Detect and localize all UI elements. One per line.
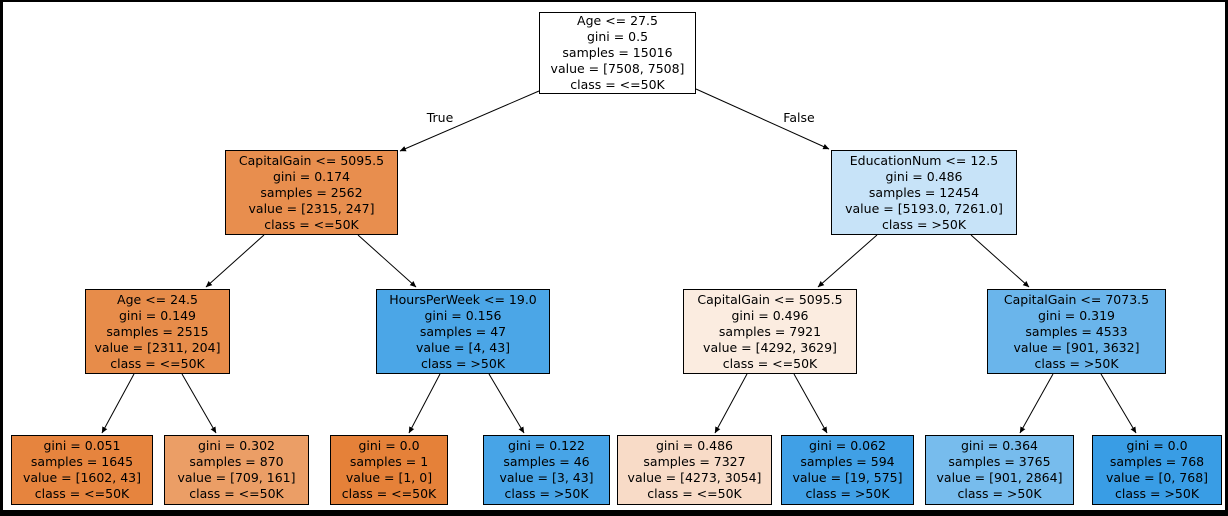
node-value: value = [0, 768] <box>1105 470 1209 485</box>
node-samples: samples = 12454 <box>868 184 980 200</box>
node-class: class = >50K <box>1034 355 1119 371</box>
node-split-condition: CapitalGain <= 5095.5 <box>238 152 385 168</box>
node-gini: gini = 0.0 <box>358 438 420 453</box>
node-split-condition: CapitalGain <= 7073.5 <box>1003 291 1150 307</box>
node-class: class = <=50K <box>647 486 742 501</box>
edge-root-false <box>695 88 830 150</box>
node-gini: gini = 0.122 <box>507 438 585 453</box>
node-samples: samples = 7327 <box>643 454 746 469</box>
tree-node-root: Age <= 27.5 gini = 0.5 samples = 15016 v… <box>539 12 696 94</box>
edge-label-false: False <box>783 110 815 125</box>
tree-leaf-5: gini = 0.486 samples = 7327 value = [427… <box>617 435 772 505</box>
node-split-condition: Age <= 24.5 <box>117 291 198 307</box>
edge-l3-4-leaf-7 <box>1019 373 1054 434</box>
tree-node-age-l3-1: Age <= 24.5 gini = 0.149 samples = 2515 … <box>85 289 230 374</box>
node-class: class = >50K <box>881 216 967 232</box>
node-value: value = [709, 161] <box>177 470 296 485</box>
node-samples: samples = 15016 <box>562 45 673 60</box>
node-split-condition: Age <= 27.5 <box>577 13 658 28</box>
node-gini: gini = 0.496 <box>731 307 809 323</box>
tree-node-hoursperweek-l3-2: HoursPerWeek <= 19.0 gini = 0.156 sample… <box>376 289 550 374</box>
edge-l3-3-leaf-5 <box>714 373 748 434</box>
tree-node-educationnum-l2-right: EducationNum <= 12.5 gini = 0.486 sample… <box>831 150 1017 235</box>
node-samples: samples = 1 <box>349 454 429 469</box>
tree-node-capitalgain-l3-4: CapitalGain <= 7073.5 gini = 0.319 sampl… <box>987 289 1166 374</box>
edge-l3-4-leaf-8 <box>1100 373 1137 434</box>
node-gini: gini = 0.302 <box>197 438 275 453</box>
node-class: class = >50K <box>504 486 589 501</box>
node-value: value = [901, 3632] <box>1013 339 1140 355</box>
node-samples: samples = 4533 <box>1025 323 1128 339</box>
node-samples: samples = 768 <box>1109 454 1205 469</box>
node-value: value = [4292, 3629] <box>703 339 837 355</box>
edge-label-true: True <box>426 110 454 125</box>
node-gini: gini = 0.5 <box>586 29 649 44</box>
node-samples: samples = 1645 <box>30 454 134 469</box>
node-value: value = [4273, 3054] <box>627 470 762 485</box>
node-gini: gini = 0.051 <box>43 438 121 453</box>
edge-l3-2-leaf-3 <box>408 373 441 434</box>
node-gini: gini = 0.0 <box>1126 438 1188 453</box>
node-value: value = [2311, 204] <box>94 339 221 355</box>
node-split-condition: CapitalGain <= 5095.5 <box>697 291 843 307</box>
node-value: value = [1602, 43] <box>23 470 141 485</box>
node-class: class = <=50K <box>341 486 437 501</box>
node-class: class = <=50K <box>570 77 665 92</box>
node-class: class = >50K <box>805 486 890 501</box>
node-samples: samples = 2515 <box>106 323 209 339</box>
node-gini: gini = 0.486 <box>885 168 963 184</box>
node-gini: gini = 0.486 <box>655 438 733 453</box>
edge-l3-1-leaf-1 <box>101 373 135 434</box>
node-samples: samples = 47 <box>419 323 507 339</box>
edge-l2right-l3-3 <box>817 234 878 288</box>
node-samples: samples = 7921 <box>718 323 822 339</box>
node-samples: samples = 594 <box>800 454 895 469</box>
node-gini: gini = 0.062 <box>808 438 886 453</box>
edge-l3-3-leaf-6 <box>793 373 828 434</box>
node-samples: samples = 3765 <box>948 454 1051 469</box>
node-gini: gini = 0.149 <box>118 307 196 323</box>
node-class: class = <=50K <box>722 355 818 371</box>
node-split-condition: HoursPerWeek <= 19.0 <box>389 291 537 307</box>
edge-l2right-l3-4 <box>970 234 1030 288</box>
edge-l3-1-leaf-2 <box>181 373 217 434</box>
node-value: value = [1, 0] <box>345 470 433 485</box>
node-value: value = [2315, 247] <box>248 200 375 216</box>
edge-l2left-l3-2 <box>357 234 417 288</box>
node-value: value = [7508, 7508] <box>550 61 685 76</box>
node-value: value = [4, 43] <box>415 339 511 355</box>
node-class: class = <=50K <box>264 216 359 232</box>
node-samples: samples = 870 <box>189 454 284 469</box>
node-value: value = [5193.0, 7261.0] <box>845 200 1003 216</box>
node-value: value = [3, 43] <box>499 470 594 485</box>
node-class: class = >50K <box>420 355 506 371</box>
node-gini: gini = 0.174 <box>272 168 350 184</box>
node-gini: gini = 0.156 <box>424 307 502 323</box>
tree-leaf-8: gini = 0.0 samples = 768 value = [0, 768… <box>1092 435 1222 505</box>
node-class: class = >50K <box>957 486 1042 501</box>
tree-node-capitalgain-l2-left: CapitalGain <= 5095.5 gini = 0.174 sampl… <box>225 150 398 235</box>
node-class: class = >50K <box>1114 486 1200 501</box>
node-class: class = <=50K <box>189 486 284 501</box>
node-samples: samples = 46 <box>503 454 590 469</box>
tree-leaf-4: gini = 0.122 samples = 46 value = [3, 43… <box>483 435 610 505</box>
edge-l2left-l3-1 <box>205 234 265 288</box>
node-gini: gini = 0.364 <box>960 438 1038 453</box>
node-class: class = <=50K <box>110 355 205 371</box>
edge-l3-2-leaf-4 <box>488 373 525 434</box>
tree-leaf-2: gini = 0.302 samples = 870 value = [709,… <box>164 435 309 505</box>
tree-leaf-1: gini = 0.051 samples = 1645 value = [160… <box>11 435 153 505</box>
node-samples: samples = 2562 <box>260 184 363 200</box>
tree-leaf-7: gini = 0.364 samples = 3765 value = [901… <box>925 435 1074 505</box>
node-value: value = [19, 575] <box>792 470 903 485</box>
node-value: value = [901, 2864] <box>936 470 1063 485</box>
tree-node-capitalgain-l3-3: CapitalGain <= 5095.5 gini = 0.496 sampl… <box>683 289 857 374</box>
node-gini: gini = 0.319 <box>1037 307 1115 323</box>
node-class: class = <=50K <box>34 486 130 501</box>
tree-leaf-3: gini = 0.0 samples = 1 value = [1, 0] cl… <box>330 435 448 505</box>
edge-root-true <box>399 90 540 152</box>
node-split-condition: EducationNum <= 12.5 <box>849 152 999 168</box>
tree-leaf-6: gini = 0.062 samples = 594 value = [19, … <box>781 435 914 505</box>
